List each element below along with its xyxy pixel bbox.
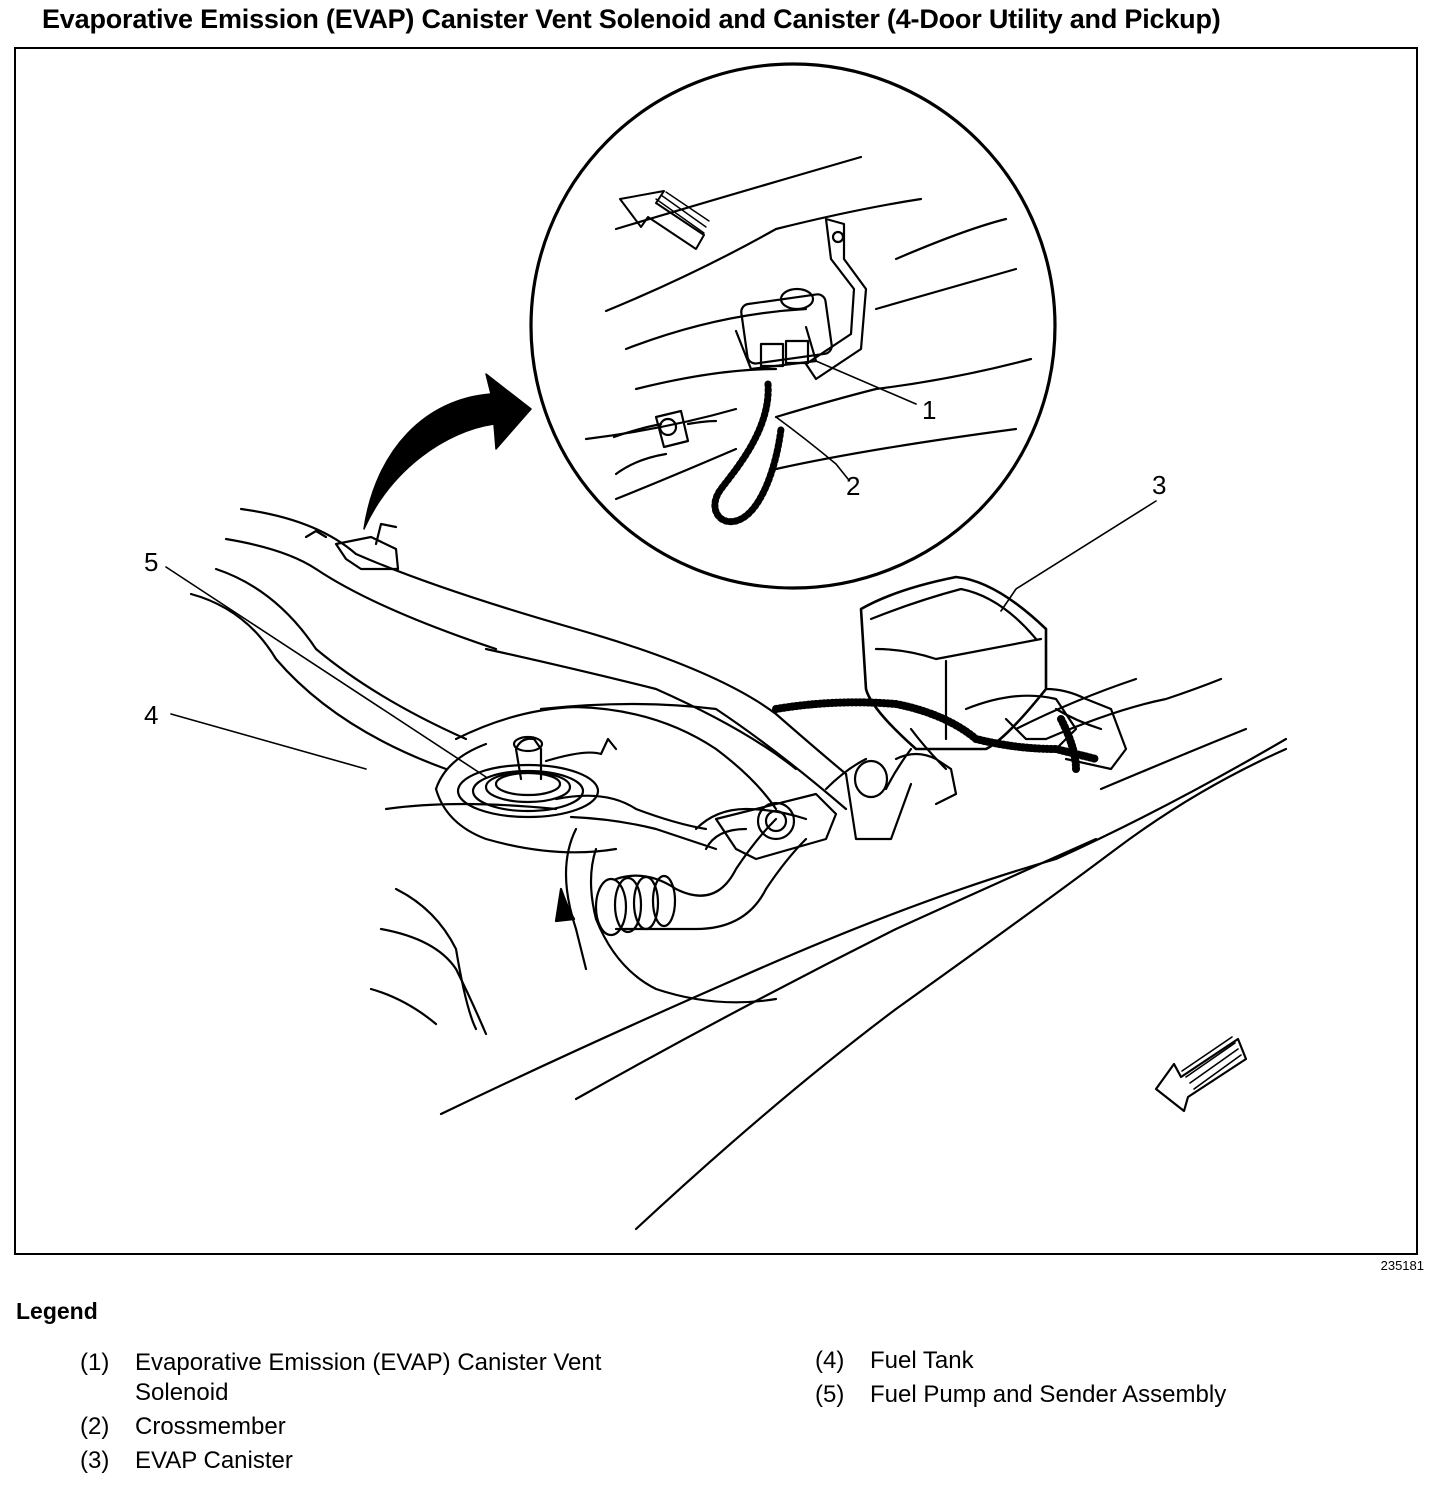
callout-2: 2 xyxy=(846,471,860,501)
legend-text: Fuel Tank xyxy=(870,1347,974,1374)
legend-text: Crossmember xyxy=(135,1413,286,1440)
direction-arrow xyxy=(1154,1036,1248,1113)
callout-1: 1 xyxy=(922,395,936,425)
curved-pointer-arrow xyxy=(363,373,532,530)
illustration: 1 2 3 4 5 xyxy=(144,62,1288,1231)
legend-heading: Legend xyxy=(16,1298,98,1324)
filler-hose xyxy=(594,757,913,937)
legend-number: (3) xyxy=(80,1447,110,1474)
legend-text: Fuel Pump and Sender Assembly xyxy=(870,1381,1227,1408)
legend-text: EVAP Canister xyxy=(135,1447,293,1474)
callout-4: 4 xyxy=(144,700,158,730)
legend-number: (4) xyxy=(815,1347,845,1374)
illustration-frame: 1 2 3 4 5 xyxy=(14,47,1418,1255)
figure-id: 235181 xyxy=(1380,1258,1424,1273)
legend-text: Evaporative Emission (EVAP) Canister Ven… xyxy=(135,1349,602,1406)
callout-3: 3 xyxy=(1152,470,1166,500)
legend-number: (5) xyxy=(815,1381,845,1408)
callout-labels: 1 2 3 4 5 xyxy=(144,395,1166,730)
legend-number: (2) xyxy=(80,1413,110,1440)
diagram-title: Evaporative Emission (EVAP) Canister Ven… xyxy=(42,4,1221,34)
frame-rails xyxy=(189,507,1288,1231)
legend-number: (1) xyxy=(80,1349,110,1376)
detail-inset xyxy=(529,62,1057,590)
fuel-tank xyxy=(434,705,778,1004)
leader-lines xyxy=(165,360,1157,778)
evap-canister xyxy=(772,575,1128,806)
callout-5: 5 xyxy=(144,547,158,577)
fuel-pump-sender xyxy=(456,735,718,851)
